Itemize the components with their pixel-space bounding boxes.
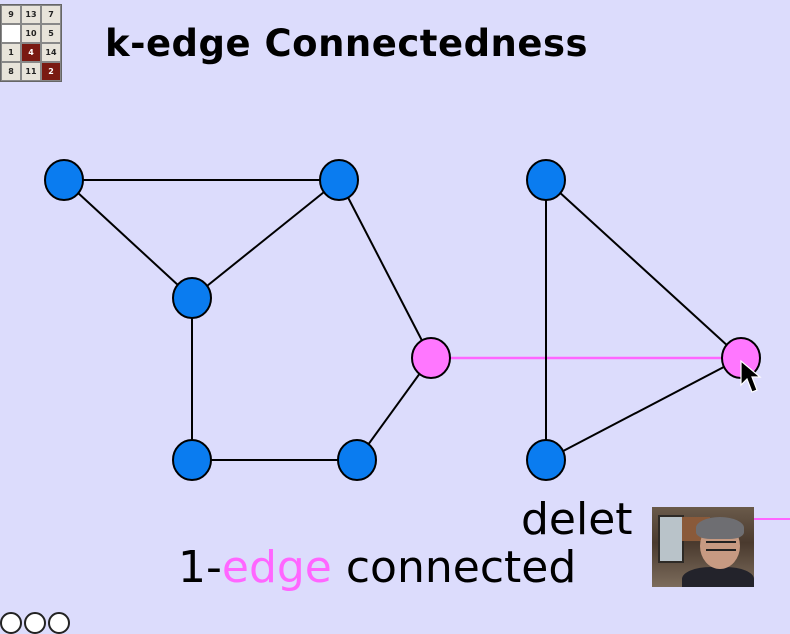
webcam-glasses	[706, 541, 736, 551]
logo-cell: 13	[21, 5, 41, 24]
sa-circle-icon	[48, 612, 70, 634]
edge-b-c	[191, 179, 340, 299]
logo-cell: 14	[41, 43, 61, 62]
slide-title: k-edge Connectedness	[105, 22, 589, 65]
cc-circle-icon	[0, 612, 22, 634]
logo-cell: 8	[1, 62, 21, 81]
logo-cell: 4	[21, 43, 41, 62]
partial-delete-text: delet	[521, 494, 633, 545]
node-a	[44, 159, 84, 201]
edge-h-i	[545, 357, 742, 461]
logo-cell: 1	[1, 43, 21, 62]
webcam-window	[658, 515, 684, 563]
webcam-shirt	[682, 567, 754, 587]
caption-highlight: edge	[221, 542, 332, 593]
node-d	[172, 439, 212, 481]
node-c	[172, 277, 212, 319]
node-b	[319, 159, 359, 201]
caption-prefix: 1-	[178, 542, 222, 593]
logo-cell: 2	[41, 62, 61, 81]
edges-layer	[63, 179, 742, 461]
caption-suffix: connected	[331, 542, 577, 593]
by-circle-icon	[24, 612, 46, 634]
edge-e-f	[356, 357, 432, 461]
nodes-layer	[44, 159, 761, 481]
edge-b-f	[338, 179, 432, 359]
webcam-hair	[696, 517, 744, 539]
logo-cell: 7	[41, 5, 61, 24]
edge-g-i	[545, 179, 742, 359]
node-g	[526, 159, 566, 201]
logo-cell: 11	[21, 62, 41, 81]
logo-cell: 9	[1, 5, 21, 24]
node-h	[526, 439, 566, 481]
node-f	[411, 337, 451, 379]
slide-caption: 1-edge connected	[178, 542, 576, 593]
creative-commons-icon	[0, 612, 70, 634]
node-e	[337, 439, 377, 481]
webcam-video-overlay	[652, 507, 754, 587]
mouse-pointer-icon	[740, 359, 762, 393]
edge-a-c	[63, 179, 193, 299]
logo-cell: 10	[21, 24, 41, 43]
logo-cell: 5	[41, 24, 61, 43]
logo-cell	[1, 24, 21, 43]
